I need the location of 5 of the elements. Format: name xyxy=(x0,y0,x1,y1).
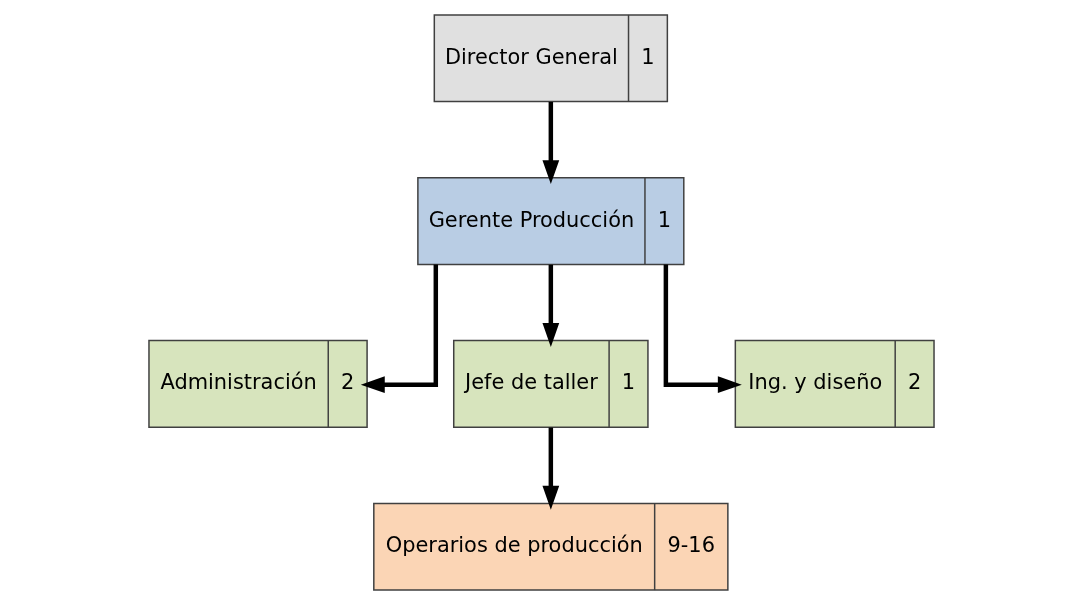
arrow xyxy=(541,101,559,185)
arrow xyxy=(541,264,559,347)
arrow xyxy=(360,264,438,394)
arrow xyxy=(663,264,742,394)
arrow xyxy=(541,427,559,510)
